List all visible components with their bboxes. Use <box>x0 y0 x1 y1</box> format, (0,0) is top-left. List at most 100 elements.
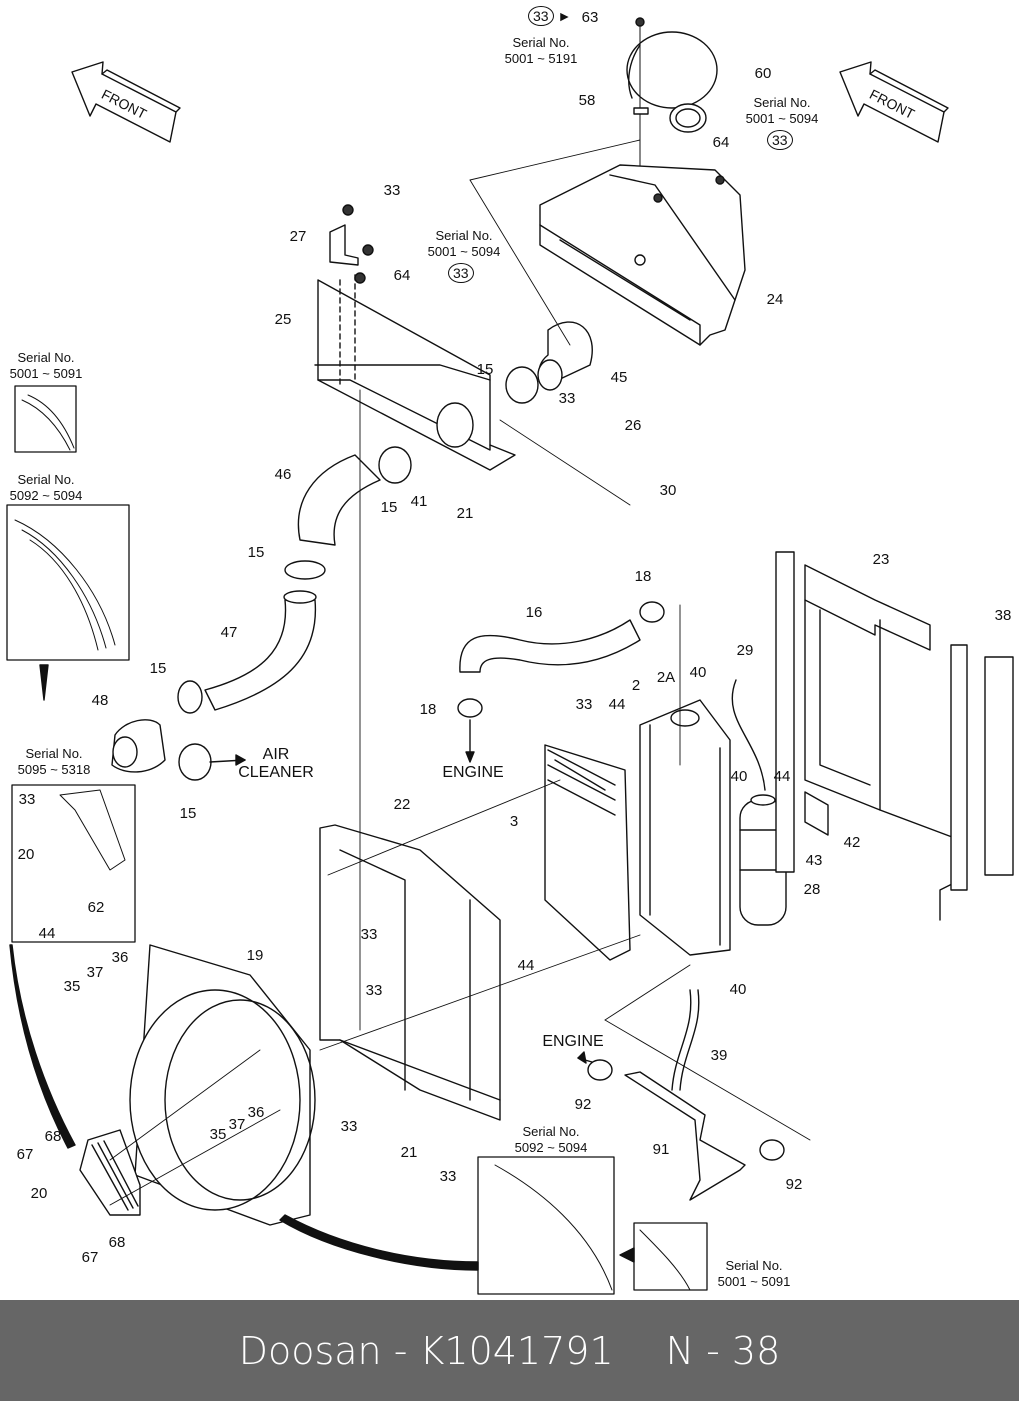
part-label: 24 <box>766 291 784 308</box>
part-label: 92 <box>574 1096 592 1113</box>
serial-note: Serial No. 5001 ~ 5091 <box>717 1258 791 1289</box>
part-label: 33 <box>558 390 576 407</box>
part-label: 44 <box>38 925 56 942</box>
part-label: 40 <box>729 981 747 998</box>
part-label: 2 <box>631 677 641 694</box>
reservoir-tank <box>731 679 787 926</box>
part-label: 44 <box>608 696 626 713</box>
part-label: 21 <box>456 505 474 522</box>
part-reference: Doosan - K1041791 <box>238 1328 614 1373</box>
part-label: 15 <box>247 544 265 561</box>
part-label: 33 <box>360 926 378 943</box>
serial-note: Serial No. 5095 ~ 5318 <box>17 746 91 777</box>
callout-pointer-3 <box>279 1214 479 1271</box>
part-label: 37 <box>228 1116 246 1133</box>
part-label: 19 <box>246 947 264 964</box>
part-label: 15 <box>380 499 398 516</box>
part-label: 35 <box>63 978 81 995</box>
serial-note: Serial No. 5092 ~ 5094 <box>514 1124 588 1155</box>
clamp-15d <box>177 680 203 714</box>
hose-16 <box>459 619 641 673</box>
inset-box-5001-5091-guard <box>14 385 77 453</box>
clamp-92a <box>587 1059 613 1081</box>
part-label: 33 <box>383 182 401 199</box>
inset-box-5095-5318-guard <box>11 784 136 943</box>
part-label: 26 <box>624 417 642 434</box>
part-label: 18 <box>419 701 437 718</box>
part-label: 64 <box>393 267 411 284</box>
part-label: 42 <box>843 834 861 851</box>
inset-box-5001-5091-shroud <box>633 1222 708 1291</box>
part-label: 23 <box>872 551 890 568</box>
hose-46 <box>297 454 381 546</box>
circled-ref: 33 <box>767 130 793 150</box>
foam-38 <box>984 656 1014 876</box>
part-label: 39 <box>710 1047 728 1064</box>
fan-shroud <box>129 944 316 1226</box>
parts-diagram: FRONT FRONT AIR CLEANER ENGINE ENGINE Se… <box>6 6 1014 1295</box>
part-label: 20 <box>17 846 35 863</box>
serial-note: Serial No. 5092 ~ 5094 <box>9 472 83 503</box>
part-label: 35 <box>209 1126 227 1143</box>
part-label: 44 <box>517 957 535 974</box>
part-label: 33 <box>439 1168 457 1185</box>
part-label: 48 <box>91 692 109 709</box>
clamp-18a <box>639 601 665 623</box>
part-label: 67 <box>81 1249 99 1266</box>
part-label: 47 <box>220 624 238 641</box>
part-label: 67 <box>16 1146 34 1163</box>
part-label: 15 <box>476 361 494 378</box>
part-label: 15 <box>179 805 197 822</box>
part-label: 27 <box>289 228 307 245</box>
inset-box-5092-5094-shroud <box>477 1156 615 1295</box>
callout-pointer-2 <box>9 944 76 1149</box>
shroud-bracket <box>319 824 501 1121</box>
part-label: 41 <box>410 493 428 510</box>
part-label: 21 <box>400 1144 418 1161</box>
callout-pointer-1 <box>39 664 49 701</box>
hose-45 <box>537 321 593 391</box>
part-label: 37 <box>86 964 104 981</box>
oil-cooler <box>544 744 631 961</box>
clamp-15e <box>178 743 212 781</box>
part-label: 68 <box>44 1128 62 1145</box>
part-label: 29 <box>736 642 754 659</box>
part-label: 28 <box>803 881 821 898</box>
serial-note: Serial No. 5001 ~ 5094 <box>745 95 819 126</box>
clamp-18b <box>457 698 483 718</box>
part-label: 22 <box>393 796 411 813</box>
serial-note: Serial No. 5001 ~ 5191 <box>504 35 578 66</box>
hose-48 <box>111 719 166 773</box>
part-label: 92 <box>785 1176 803 1193</box>
hose-47 <box>204 590 317 711</box>
upper-frame <box>539 164 746 346</box>
air-cleaner-label: AIR CLEANER <box>238 746 314 781</box>
part-label: 38 <box>994 607 1012 624</box>
clamp-15a <box>505 366 539 404</box>
hose-91 <box>624 1071 746 1201</box>
engine-label-bottom: ENGINE <box>542 1033 604 1050</box>
clamp-15c <box>284 560 326 580</box>
part-label: 68 <box>108 1234 126 1251</box>
footer-bar: Doosan - K1041791 N - 38 <box>0 1300 1019 1401</box>
part-label: 20 <box>30 1185 48 1202</box>
part-label: 33 <box>365 982 383 999</box>
front-arrow-left-icon <box>71 61 181 143</box>
front-arrow-right-icon <box>839 61 949 143</box>
fan-guard <box>79 1129 141 1216</box>
part-label: 58 <box>578 92 596 109</box>
part-label: 63 <box>581 9 599 26</box>
part-label: 33 <box>340 1118 358 1135</box>
hose-39 <box>671 989 700 1091</box>
circled-ref: 33 <box>448 263 474 283</box>
bracket-42 <box>804 791 829 836</box>
part-label: 2A <box>656 669 676 686</box>
part-label: 45 <box>610 369 628 386</box>
page-number: N - 38 <box>665 1328 781 1373</box>
part-label: 62 <box>87 899 105 916</box>
part-label: 44 <box>773 768 791 785</box>
engine-label-top: ENGINE <box>442 764 504 781</box>
part-label: 46 <box>274 466 292 483</box>
radiator <box>639 699 731 956</box>
part-label: 25 <box>274 311 292 328</box>
